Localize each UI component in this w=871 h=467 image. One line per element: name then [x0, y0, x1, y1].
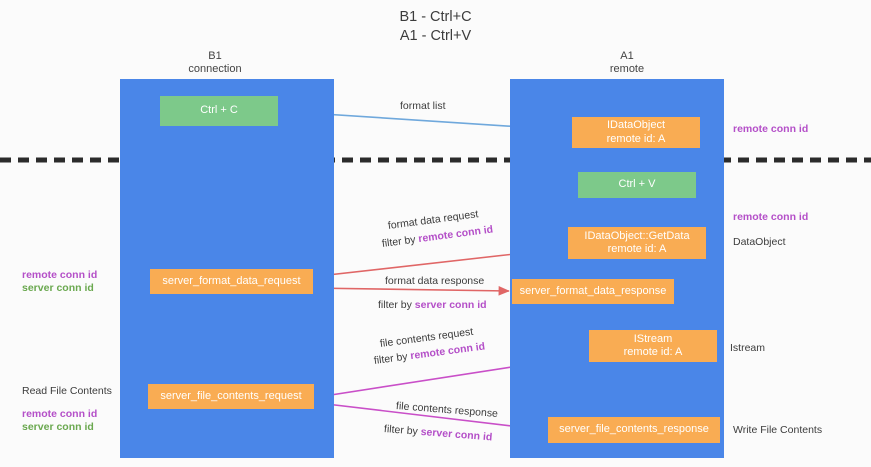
box-server-file-contents-response[interactable]: server_file_contents_response: [548, 417, 720, 443]
side-label-right-write-file-contents: Write File Contents: [733, 424, 823, 436]
box-istream[interactable]: IStream remote id: A: [589, 330, 717, 362]
box-server-file-contents-response-label: server_file_contents_response: [559, 423, 709, 436]
box-idataobject-getdata[interactable]: IDataObject::GetData remote id: A: [568, 227, 706, 259]
box-server-format-data-request[interactable]: server_format_data_request: [150, 269, 313, 294]
side-label-right-dataobject: DataObject: [733, 236, 786, 248]
page-title: B1 - Ctrl+C A1 - Ctrl+V: [399, 9, 472, 44]
filter-key-server-conn-id: server conn id: [414, 299, 487, 311]
box-istream-line2: remote id: A: [623, 346, 683, 358]
side-label-right-top-remote-conn-id: remote conn id: [733, 123, 809, 135]
box-idataobject-getdata-line1: IDataObject::GetData: [584, 229, 690, 242]
filter-key-server-conn-id: server conn id: [420, 425, 493, 444]
side-label-left-remote-conn-id-2: remote conn id: [22, 408, 98, 420]
side-label-left-remote-conn-id: remote conn id: [22, 269, 98, 281]
filter-prefix: filter by: [381, 233, 420, 250]
box-ctrl-c-label: Ctrl + C: [200, 104, 238, 117]
filter-prefix: filter by: [378, 299, 415, 311]
column-header-left-line1: B1: [208, 50, 222, 62]
side-label-left-server-conn-id-2: server conn id: [22, 421, 94, 433]
box-idataobject[interactable]: IDataObject remote id: A: [572, 117, 700, 148]
column-header-right-line1: A1: [620, 50, 634, 62]
edge-label-format-data-response-filter: filter by server conn id: [378, 299, 487, 312]
edge-label-format-data-response: format data response: [385, 275, 485, 287]
edge-label-file-contents-response: file contents response: [395, 400, 499, 420]
box-server-format-data-request-label: server_format_data_request: [162, 274, 301, 287]
side-label-right-mid-remote-conn-id: remote conn id: [733, 211, 809, 223]
column-header-left: B1 connection: [105, 50, 325, 76]
box-server-format-data-response[interactable]: server_format_data_response: [512, 279, 674, 304]
box-ctrl-c[interactable]: Ctrl + C: [160, 96, 278, 126]
box-ctrl-v[interactable]: Ctrl + V: [578, 172, 696, 198]
edge-label-format-list: format list: [400, 100, 446, 112]
box-idataobject-line2: remote id: A: [606, 132, 666, 145]
column-header-right: A1 remote: [517, 50, 737, 76]
box-ctrl-v-label: Ctrl + V: [618, 178, 656, 191]
box-server-format-data-response-label: server_format_data_response: [519, 284, 667, 297]
box-idataobject-getdata-line2: remote id: A: [607, 243, 667, 255]
edge-label-file-contents-response-filter: filter by server conn id: [383, 423, 493, 444]
box-server-file-contents-request-label: server_file_contents_request: [160, 389, 302, 402]
filter-prefix: filter by: [373, 350, 412, 367]
column-header-left-line2: connection: [188, 63, 242, 75]
edge-format-data-response: [309, 286, 510, 296]
box-idataobject-line1: IDataObject: [606, 119, 666, 131]
filter-prefix: filter by: [383, 423, 422, 438]
box-server-file-contents-request[interactable]: server_file_contents_request: [148, 384, 314, 409]
column-header-right-line2: remote: [609, 63, 645, 75]
side-label-left-read-file-contents: Read File Contents: [22, 385, 112, 397]
side-label-left-server-conn-id: server conn id: [22, 282, 94, 294]
box-istream-line1: IStream: [633, 332, 673, 345]
side-label-right-istream: Istream: [730, 342, 766, 354]
